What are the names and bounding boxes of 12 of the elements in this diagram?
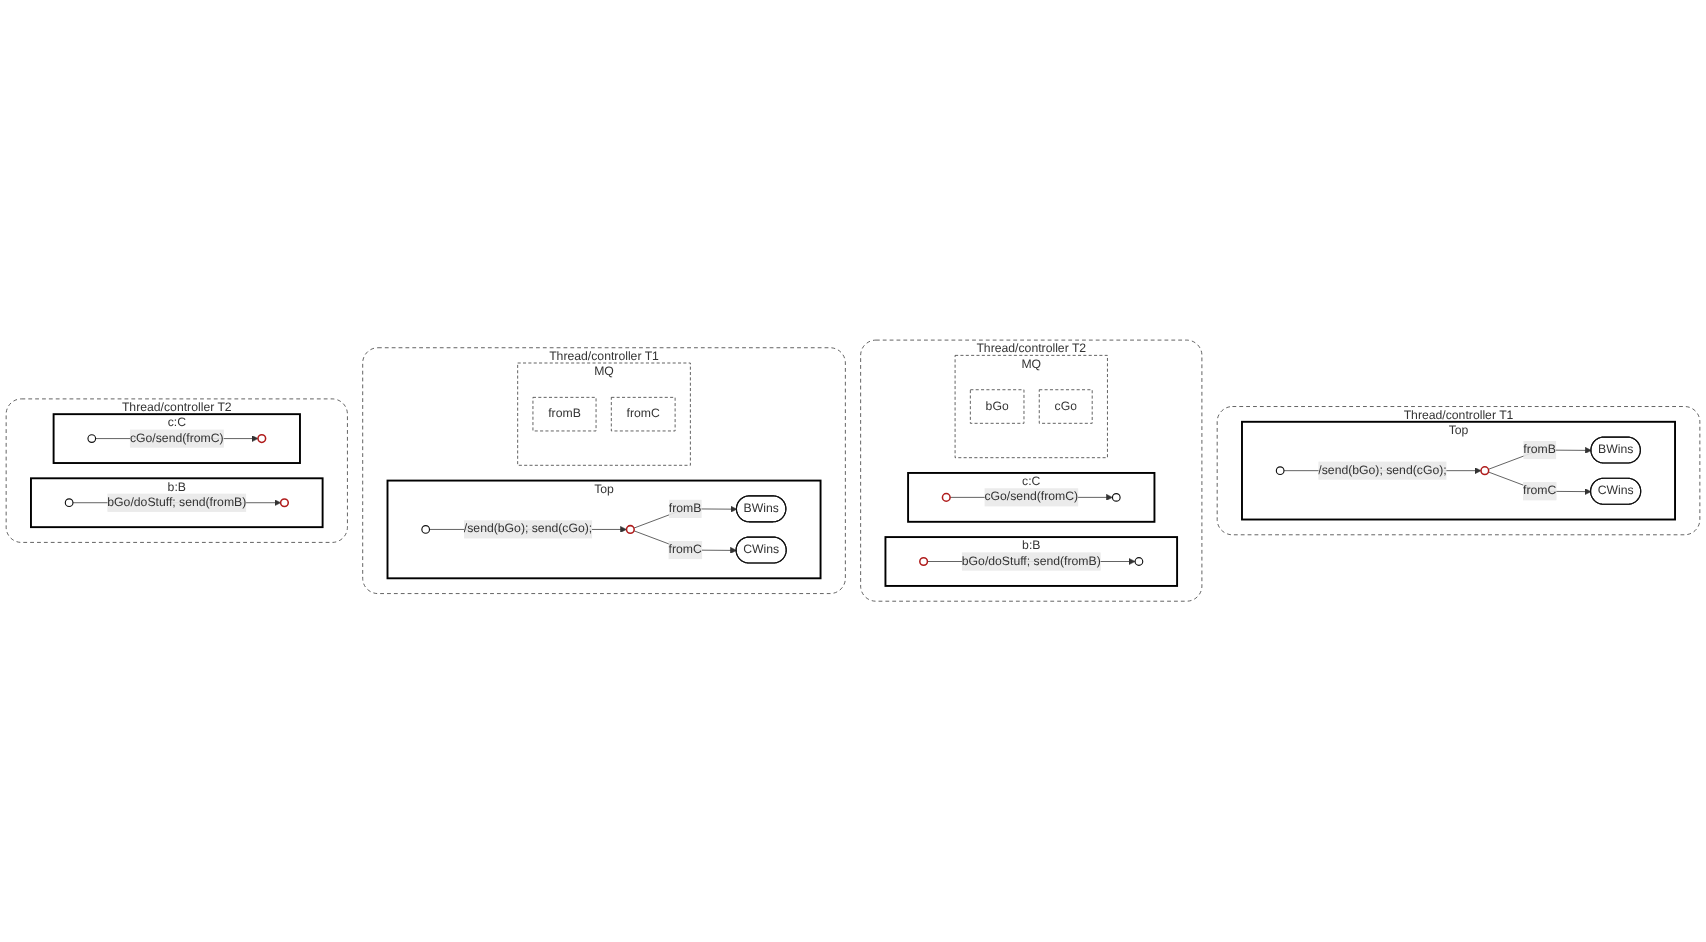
node-circle [941, 493, 951, 503]
node-circle [1480, 466, 1490, 476]
node-circle [1275, 466, 1285, 476]
node-circle [87, 434, 97, 444]
node-circle [64, 498, 74, 508]
node-circle [257, 434, 267, 444]
node-circle [625, 525, 635, 535]
node-circle [279, 498, 290, 508]
node-circle [1111, 493, 1121, 503]
node-circle [919, 557, 929, 567]
node-circle [421, 525, 431, 535]
node-circle [1134, 557, 1144, 567]
